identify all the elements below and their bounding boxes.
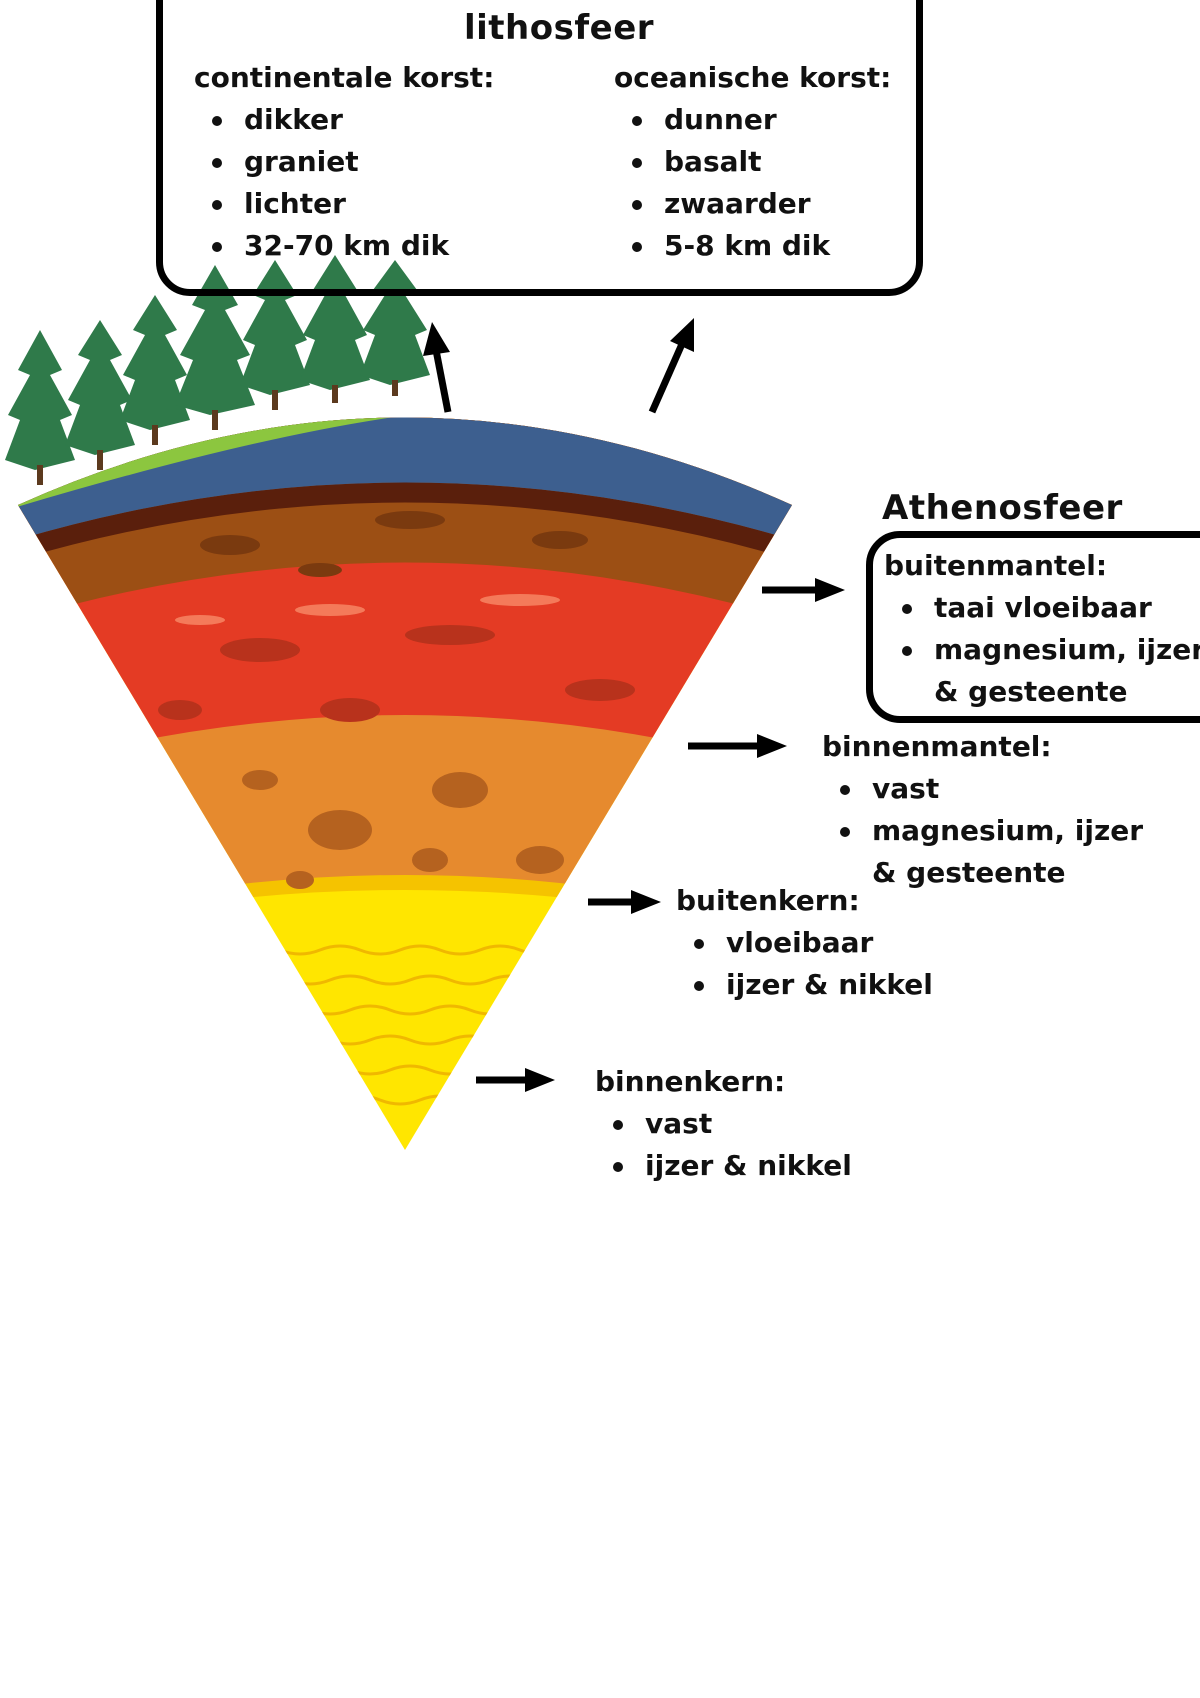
continental-crust-heading: continentale korst:	[194, 61, 495, 94]
asthenosphere-layer	[18, 417, 792, 775]
list-item: taai vloeibaar	[884, 587, 1200, 629]
continental-crust-section: continentale korst: dikker graniet licht…	[194, 57, 494, 267]
continental-crust-list: dikker graniet lichter 32-70 km dik	[194, 99, 494, 267]
binnenmantel-list: vast magnesium, ijzer & gesteente	[822, 768, 1143, 894]
list-item: basalt	[614, 141, 891, 183]
arrow-athenosfeer	[762, 578, 845, 602]
list-item-continuation: & gesteente	[872, 856, 1066, 889]
oceanic-crust-heading: oceanische korst:	[614, 61, 892, 94]
list-item: dikker	[194, 99, 494, 141]
list-item: magnesium, ijzer	[822, 810, 1143, 852]
list-item: vast	[595, 1103, 852, 1145]
arrow-continental-crust	[423, 322, 452, 413]
binnenmantel-section: binnenmantel: vast magnesium, ijzer & ge…	[822, 726, 1143, 894]
list-item: ijzer & nikkel	[676, 964, 933, 1006]
buitenmantel-list: taai vloeibaar magnesium, ijzer & gestee…	[884, 587, 1200, 713]
arrow-binnenkern	[476, 1068, 555, 1092]
list-item: vloeibaar	[676, 922, 933, 964]
arrow-binnenmantel	[688, 734, 787, 758]
buitenmantel-heading: buitenmantel:	[884, 549, 1108, 582]
list-item: 32-70 km dik	[194, 225, 494, 267]
buitenkern-list: vloeibaar ijzer & nikkel	[676, 922, 933, 1006]
list-item: 5-8 km dik	[614, 225, 891, 267]
arrow-buitenkern	[588, 890, 661, 914]
binnenmantel-heading: binnenmantel:	[822, 730, 1052, 763]
lithosfeer-box	[156, 0, 923, 296]
arrows	[423, 318, 845, 1092]
list-item: vast	[822, 768, 1143, 810]
list-item: lichter	[194, 183, 494, 225]
oceanic-crust-list: dunner basalt zwaarder 5-8 km dik	[614, 99, 891, 267]
oceanic-crust-section: oceanische korst: dunner basalt zwaarder…	[614, 57, 891, 267]
list-item: zwaarder	[614, 183, 891, 225]
binnenkern-section: binnenkern: vast ijzer & nikkel	[595, 1061, 852, 1187]
list-item-continuation: & gesteente	[934, 675, 1128, 708]
list-item: ijzer & nikkel	[595, 1145, 852, 1187]
list-item: magnesium, ijzer	[884, 629, 1200, 671]
list-item: dunner	[614, 99, 891, 141]
buitenkern-heading: buitenkern:	[676, 884, 860, 917]
binnenkern-heading: binnenkern:	[595, 1065, 786, 1098]
binnenkern-list: vast ijzer & nikkel	[595, 1103, 852, 1187]
buitenmantel-section: buitenmantel: taai vloeibaar magnesium, …	[884, 545, 1200, 713]
list-item: graniet	[194, 141, 494, 183]
athenosfeer-title: Athenosfeer	[882, 488, 1123, 528]
athenosfeer-box	[866, 531, 1200, 723]
buitenkern-section: buitenkern: vloeibaar ijzer & nikkel	[676, 880, 933, 1006]
lithosfeer-title: lithosfeer	[464, 8, 655, 48]
arrow-oceanic-crust	[648, 318, 694, 414]
